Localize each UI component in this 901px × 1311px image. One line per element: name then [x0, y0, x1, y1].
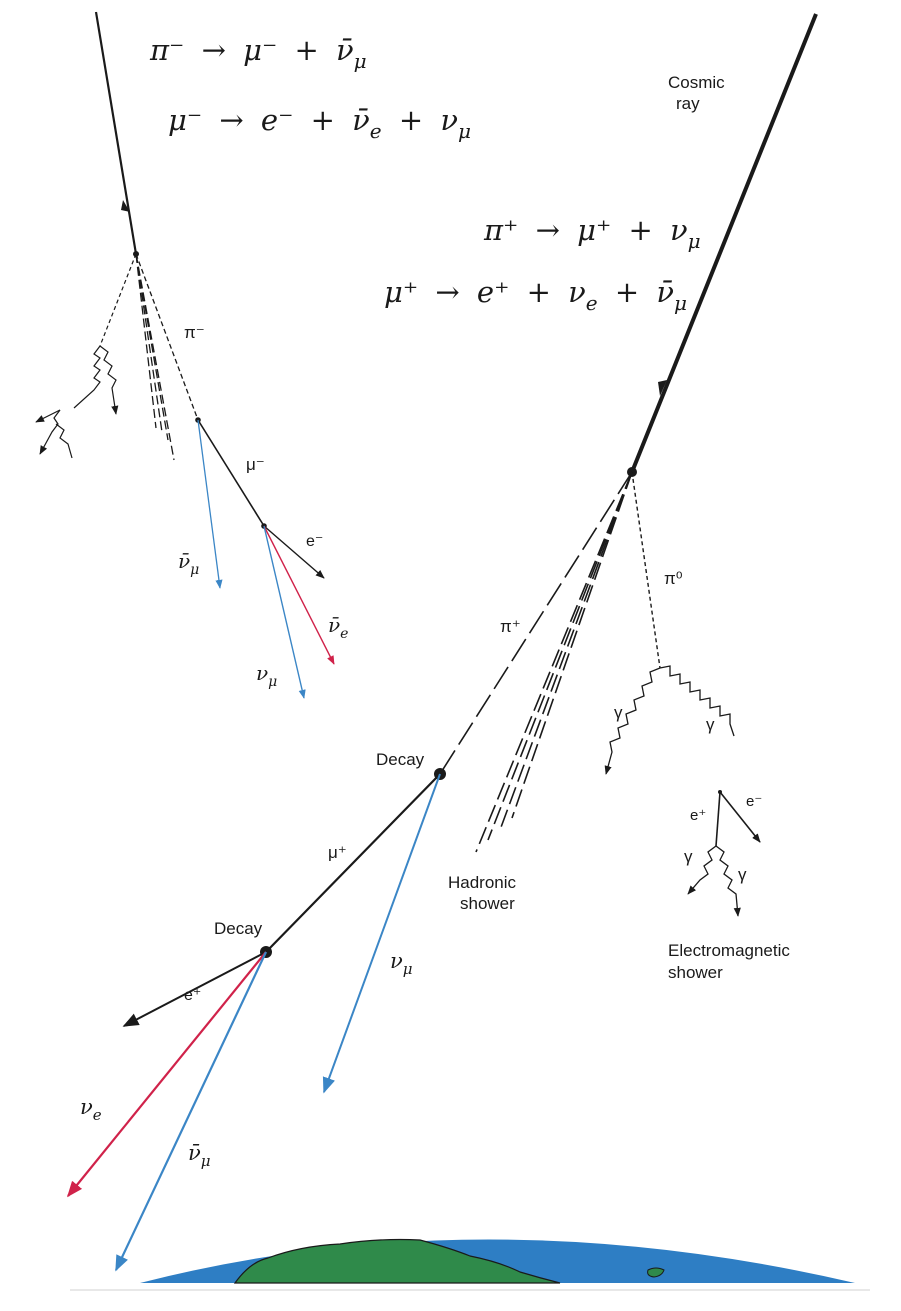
em-e-plus-track — [715, 791, 721, 847]
left-gamma-4 — [39, 409, 61, 455]
hadronic-label-line2: shower — [460, 894, 515, 913]
nubar-mu-label: ν̄μ — [188, 1141, 211, 1170]
mu-plus-track — [265, 773, 441, 953]
hadron-track-3 — [499, 471, 633, 831]
decay-upper-label: Decay — [376, 750, 425, 769]
gamma-left-wave — [604, 667, 661, 775]
gamma-label-a: γ — [614, 703, 623, 722]
left-e-minus-track — [263, 525, 325, 579]
pi0-label: π⁰ — [664, 569, 683, 588]
left-nubar-mu-label: ν̄μ — [178, 549, 199, 578]
left-nu-mu-label: νμ — [256, 661, 277, 690]
left-mu-minus-track — [197, 419, 265, 527]
nubar-mu-track — [115, 951, 267, 1272]
left-pi0-dashed — [99, 253, 137, 347]
gamma-label-c: γ — [684, 847, 693, 866]
hadronic-label-line1: Hadronic — [448, 873, 517, 892]
left-primary-track — [94, 11, 138, 255]
earth-island — [647, 1267, 665, 1278]
nu-mu-label: νμ — [390, 949, 413, 978]
em-gamma-left — [687, 845, 717, 895]
left-nu-mu-track — [263, 525, 306, 699]
cosmic-ray-label-line2: ray — [676, 94, 700, 113]
left-mu-minus-label: μ⁻ — [246, 455, 265, 474]
left-nubar-mu-track — [197, 419, 223, 589]
mu-plus-label: μ⁺ — [328, 843, 347, 862]
left-e-minus-label: e⁻ — [306, 533, 323, 550]
nu-e-track — [66, 951, 267, 1198]
left-pi-minus-track — [135, 253, 199, 421]
gamma-label-d: γ — [738, 865, 747, 884]
em-shower-label-line1: Electromagnetic — [668, 941, 790, 960]
left-gamma-1 — [73, 345, 101, 409]
equations: π⁻ → μ⁻ + ν̄μ μ⁻ → e⁻ + ν̄e + νμ π⁺ → μ⁺… — [149, 33, 701, 317]
earth — [70, 1238, 870, 1291]
left-hadron-3 — [135, 253, 163, 433]
nu-e-label: νe — [80, 1095, 102, 1124]
cosmic-ray-track — [630, 13, 818, 473]
labels: Cosmic ray π⁻ μ⁻ e⁻ ν̄μ ν̄e νμ π⁰ π⁺ γ γ… — [80, 73, 790, 1170]
pi0-track — [631, 471, 661, 669]
left-primary-arrow-icon — [121, 200, 130, 212]
e-plus-label: e⁺ — [184, 987, 201, 1004]
left-pi-minus-label: π⁻ — [184, 323, 205, 342]
left-shower — [35, 11, 335, 699]
gamma-label-b: γ — [706, 715, 715, 734]
left-hadron-4 — [135, 253, 157, 429]
left-gamma-3 — [35, 409, 61, 423]
eq-mu-plus: μ⁺ → e⁺ + νe + ν̄μ — [384, 275, 687, 317]
e-plus-track — [122, 951, 267, 1027]
earth-land — [233, 1238, 561, 1284]
hadron-track-2 — [487, 471, 633, 841]
hadron-track-4 — [511, 471, 633, 819]
gamma-right-wave — [659, 665, 735, 737]
left-hadron-2 — [135, 253, 169, 441]
decay-lower-label: Decay — [214, 919, 263, 938]
eq-pi-minus: π⁻ → μ⁻ + ν̄μ — [149, 33, 367, 73]
left-gamma-2 — [99, 345, 119, 415]
hadron-track-1 — [475, 471, 633, 853]
eq-mu-minus: μ⁻ → e⁻ + ν̄e + νμ — [168, 103, 471, 145]
em-gamma-right — [715, 845, 741, 917]
em-shower-label-line2: shower — [668, 963, 723, 982]
em-e-plus-label: e⁺ — [690, 807, 706, 824]
left-gamma-5 — [55, 423, 73, 459]
em-e-minus-label: e⁻ — [746, 793, 762, 810]
eq-pi-plus: π⁺ → μ⁺ + νμ — [483, 213, 701, 253]
nu-mu-track — [322, 773, 441, 1094]
em-e-minus-track — [719, 791, 761, 843]
left-nubar-e-track — [263, 525, 335, 665]
cosmic-ray-arrow-icon — [658, 380, 667, 396]
pi-plus-label: π⁺ — [500, 617, 521, 636]
pi-plus-track — [439, 471, 633, 775]
cosmic-ray-label-line1: Cosmic — [668, 73, 725, 92]
main-shower — [66, 13, 818, 1272]
left-nubar-e-label: ν̄e — [328, 613, 348, 642]
